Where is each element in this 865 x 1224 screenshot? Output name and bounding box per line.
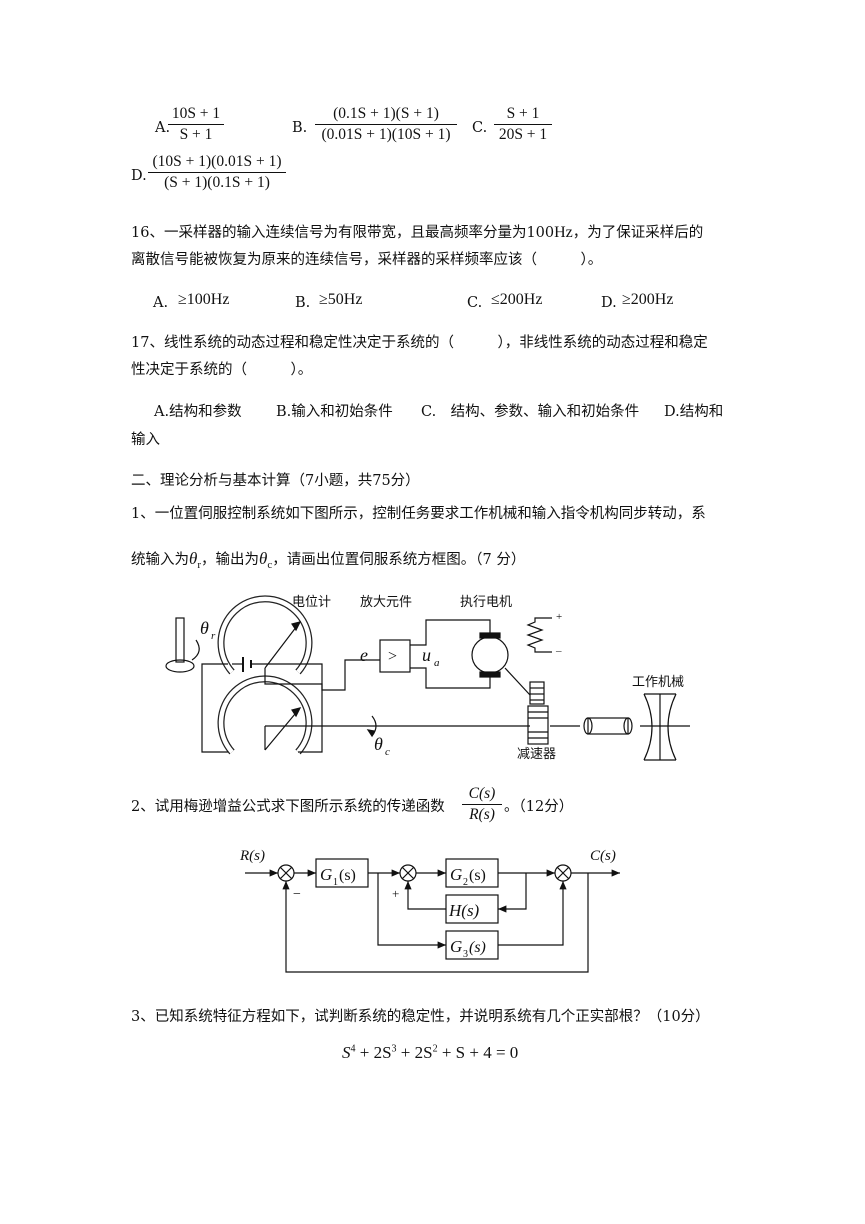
q17-option-b: B.输入和初始条件 bbox=[276, 404, 393, 420]
p1-line-2: 统输入为θr，输出为θc，请画出位置伺服系统方框图。（7 分） bbox=[131, 549, 526, 571]
fraction-denominator: 20S + 1 bbox=[498, 126, 548, 143]
fraction-numerator: (0.1S + 1)(S + 1) bbox=[315, 105, 457, 125]
p3-line: 3、已知系统特征方程如下，试判断系统的稳定性，并说明系统有几个正实部根？（10分… bbox=[131, 1009, 710, 1025]
fraction-numerator: 10S + 1 bbox=[168, 105, 224, 125]
q16-option-a-label: A. bbox=[153, 295, 169, 311]
block-g1-arg: (s) bbox=[339, 867, 356, 884]
fraction-denominator: (S + 1)(0.1S + 1) bbox=[164, 174, 270, 191]
sum-1-minus-sign: − bbox=[293, 887, 301, 902]
q16-option-d-label: D. bbox=[601, 295, 617, 311]
fraction-denominator: (0.01S + 1)(10S + 1) bbox=[321, 126, 451, 143]
characteristic-equation: S4 + 2S3 + 2S2 + S + 4 = 0 bbox=[342, 1043, 519, 1062]
fraction-numerator: C(s) bbox=[462, 785, 502, 805]
block-g3-arg: (s) bbox=[469, 939, 486, 956]
fraction-numerator: S + 1 bbox=[494, 105, 552, 125]
block-g3-sub: 3 bbox=[463, 949, 468, 960]
q16-option-b-label: B. bbox=[295, 295, 311, 311]
q15-option-c-label: C. bbox=[472, 120, 488, 136]
label-error-e: e bbox=[360, 645, 368, 665]
block-g3-label: G bbox=[450, 937, 462, 956]
label-voltage-u-sub: a bbox=[434, 657, 440, 669]
section-2-heading: 二、理论分析与基本计算（7小题，共75分） bbox=[131, 473, 420, 489]
q16-option-c-label: C. bbox=[467, 295, 483, 311]
q16-option-d: ≥200Hz bbox=[622, 291, 674, 308]
q17-option-d-continued: 输入 bbox=[131, 432, 160, 448]
working-machine bbox=[643, 693, 677, 761]
label-output-c: C(s) bbox=[590, 848, 616, 864]
label-reducer: 减速器 bbox=[517, 746, 556, 761]
upper-potentiometer bbox=[217, 595, 313, 675]
label-theta-c-sub: c bbox=[385, 746, 390, 758]
shaft-coupling bbox=[587, 717, 629, 735]
label-working-machine: 工作机械 bbox=[632, 674, 684, 689]
q17-line-2: 性决定于系统的（ ）。 bbox=[131, 362, 313, 378]
block-diagram-figure: R(s) C(s) G 1 (s) G 2 (s) H(s) G 3 (s) −… bbox=[239, 848, 620, 973]
label-potentiometer: 电位计 bbox=[292, 594, 331, 609]
q16-option-b: ≥50Hz bbox=[319, 291, 363, 308]
p2-transfer-function: C(s) R(s) bbox=[462, 785, 502, 824]
p2-line-post: 。（12分） bbox=[504, 799, 574, 815]
label-amplifier: 放大元件 bbox=[360, 594, 412, 609]
label-minus: – bbox=[555, 645, 562, 657]
label-voltage-u: u bbox=[422, 645, 431, 665]
fraction-denominator: R(s) bbox=[469, 806, 495, 823]
label-theta-r-sub: r bbox=[211, 630, 216, 642]
block-g2-sub: 2 bbox=[463, 877, 468, 888]
fraction-numerator: (10S + 1)(0.01S + 1) bbox=[148, 153, 286, 173]
q15-option-b-fraction: (0.1S + 1)(S + 1) (0.01S + 1)(10S + 1) bbox=[315, 105, 457, 144]
block-g2-arg: (s) bbox=[469, 867, 486, 884]
q15-option-d-fraction: (10S + 1)(0.01S + 1) (S + 1)(0.1S + 1) bbox=[148, 153, 286, 192]
q16-line-2: 离散信号能被恢复为原来的连续信号，采样器的采样频率应该（ ）。 bbox=[131, 252, 603, 268]
input-handle bbox=[165, 617, 200, 673]
sum-junction-2 bbox=[399, 864, 417, 882]
reducer-large-gear bbox=[527, 705, 549, 745]
block-g1-sub: 1 bbox=[333, 877, 338, 888]
q15-option-c-fraction: S + 1 20S + 1 bbox=[494, 105, 552, 144]
block-g1-label: G bbox=[320, 865, 332, 884]
q16-option-a: ≥100Hz bbox=[178, 291, 230, 308]
q17-option-d: D.结构和 bbox=[664, 404, 724, 420]
servo-system-figure: 电位计 放大元件 执行电机 工作机械 减速器 e > u a θ r θ c +… bbox=[165, 594, 690, 761]
motor-circle bbox=[471, 636, 509, 674]
p1-line-1: 1、一位置伺服控制系统如下图所示，控制任务要求工作机械和输入指令机构同步转动，系 bbox=[131, 506, 706, 522]
fraction-denominator: S + 1 bbox=[179, 126, 213, 143]
q17-option-c: C. 结构、参数、输入和初始条件 bbox=[421, 404, 640, 420]
label-actuator-motor: 执行电机 bbox=[460, 594, 512, 609]
q15-option-b-label: B. bbox=[292, 120, 308, 136]
label-plus: + bbox=[556, 611, 562, 623]
q15-option-a-fraction: 10S + 1 S + 1 bbox=[168, 105, 224, 144]
q16-option-c: ≤200Hz bbox=[491, 291, 543, 308]
reducer-small-gear bbox=[529, 681, 545, 705]
amplifier-block bbox=[379, 639, 411, 673]
label-theta-r: θ bbox=[200, 618, 209, 638]
block-h-label: H(s) bbox=[448, 901, 480, 920]
sum-junction-1 bbox=[277, 864, 295, 882]
block-g2-label: G bbox=[450, 865, 462, 884]
q17-option-a: A.结构和参数 bbox=[154, 404, 242, 420]
q17-line-1: 17、线性系统的动态过程和稳定性决定于系统的（ ），非线性系统的动态过程和稳定 bbox=[131, 335, 708, 351]
q16-line-1: 16、一采样器的输入连续信号为有限带宽，且最高频率分量为100Hz，为了保证采样… bbox=[131, 224, 704, 241]
q15-option-d-label: D. bbox=[131, 168, 147, 184]
amplifier-symbol: > bbox=[388, 648, 397, 665]
label-input-r: R(s) bbox=[239, 848, 265, 864]
sum-junction-3 bbox=[554, 864, 572, 882]
q15-option-a-label: A. bbox=[155, 120, 171, 136]
label-theta-c: θ bbox=[374, 734, 383, 754]
p2-line-pre: 2、试用梅逊增益公式求下图所示系统的传递函数 bbox=[131, 799, 445, 815]
sum-2-plus-sign: + bbox=[392, 886, 399, 901]
